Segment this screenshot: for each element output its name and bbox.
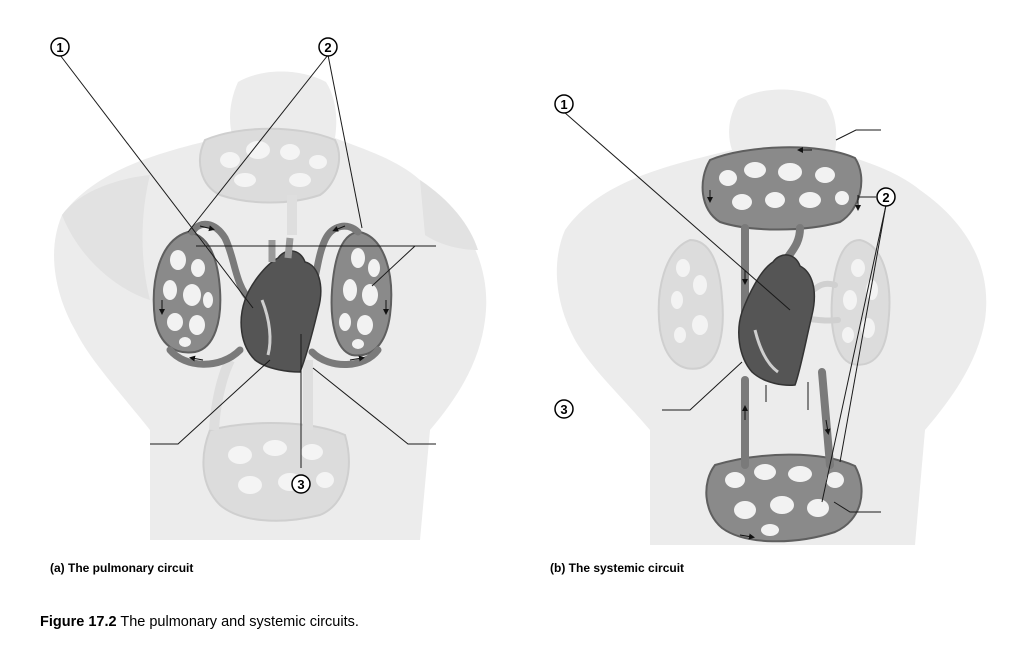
svg-text:3: 3 — [560, 402, 567, 417]
shoulder-shading-a-right — [420, 180, 478, 250]
panel-b-illustration: 1 2 3 — [554, 89, 987, 545]
leader-lines-a — [59, 54, 436, 468]
left-lung-capillary-bed — [152, 230, 222, 354]
figure-caption: Figure 17.2 The pulmonary and systemic c… — [40, 614, 359, 630]
marker-b-2: 2 — [876, 187, 896, 207]
figure-number: Figure 17.2 — [40, 614, 117, 630]
lower-systemic-capillary-bed — [705, 453, 863, 543]
panel-a-caption: (a) The pulmonary circuit — [50, 561, 194, 575]
svg-text:3: 3 — [297, 477, 304, 492]
svg-text:2: 2 — [882, 190, 889, 205]
marker-a-3: 3 — [291, 474, 311, 494]
muted-lung-holes-b — [671, 259, 878, 343]
svg-text:1: 1 — [56, 40, 63, 55]
panel-b-caption: (b) The systemic circuit — [550, 561, 685, 575]
pulmonary-vessels — [166, 220, 382, 368]
panel-a-illustration: 1 2 3 — [50, 37, 487, 540]
shoulder-shading-a — [62, 175, 150, 300]
figure-caption-text: The pulmonary and systemic circuits. — [120, 614, 359, 630]
marker-a-2: 2 — [318, 37, 338, 57]
svg-text:1: 1 — [560, 97, 567, 112]
upper-systemic-capillary-bed — [701, 146, 863, 231]
right-lung-capillary-bed — [330, 230, 393, 357]
marker-b-3: 3 — [554, 399, 574, 419]
marker-a-1: 1 — [50, 37, 70, 57]
heart-b — [738, 254, 816, 386]
pulmonary-flow-arrows — [159, 225, 389, 362]
svg-text:2: 2 — [324, 40, 331, 55]
marker-b-1: 1 — [554, 94, 574, 114]
leader-lines-b — [563, 111, 887, 513]
